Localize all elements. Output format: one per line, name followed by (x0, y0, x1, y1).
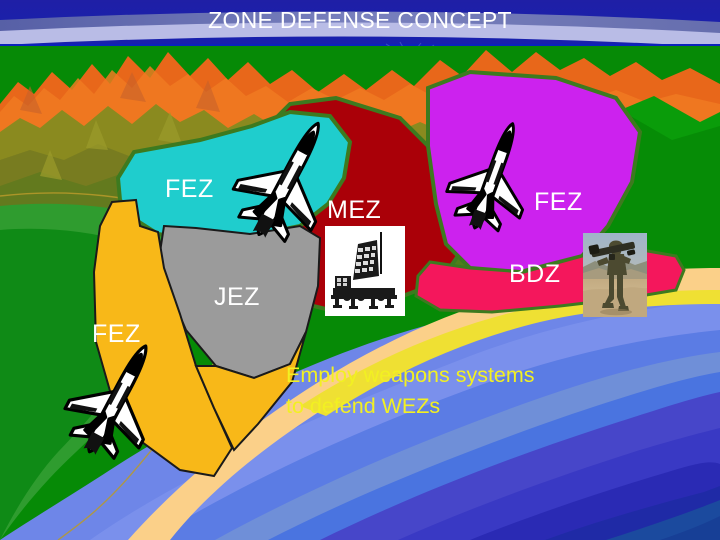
fighter-jet-magenta-fez[interactable] (438, 110, 549, 241)
beach-sand-yellow (300, 290, 720, 416)
caption-line-1: Employ weapons systems (286, 363, 535, 387)
ocean-bands (90, 300, 720, 540)
caption-line-2: to defend WEZs (286, 393, 441, 418)
missile-launcher-graphic (325, 226, 405, 316)
title-bar: ZONE DEFENSE CONCEPT (0, 0, 720, 40)
soldier-manpads-photo[interactable] (583, 233, 647, 317)
beach-sand (128, 268, 720, 540)
soldier-manpads-graphic (583, 233, 647, 317)
fighter-jet-cyan-fez[interactable] (220, 103, 357, 256)
missile-launcher-photo[interactable] (325, 226, 405, 316)
fighter-jet-orange-fez[interactable] (53, 326, 183, 471)
caption-block: Employ weapons systems to defend WEZs (286, 360, 616, 421)
zone-fez-orange-shape-ext (194, 331, 307, 452)
page-title: ZONE DEFENSE CONCEPT (208, 6, 512, 33)
